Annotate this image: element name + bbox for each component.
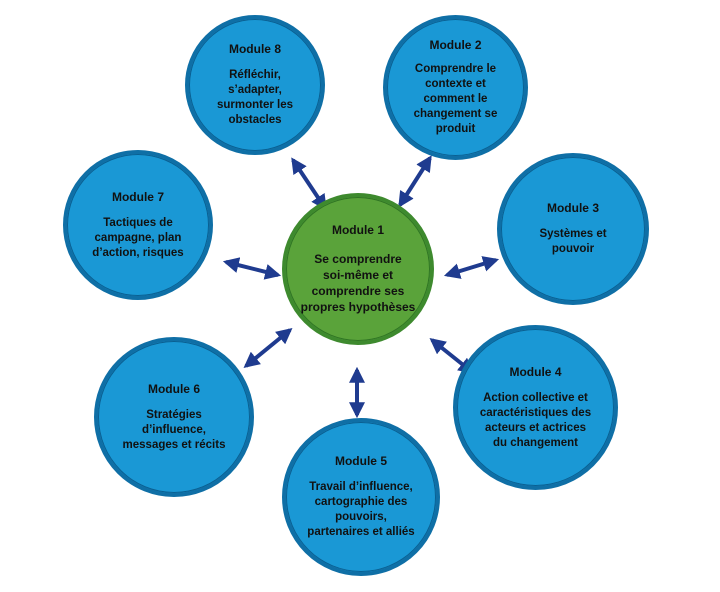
module-6-title: Module 6 <box>147 381 200 396</box>
arrow-center-m6 <box>243 327 293 369</box>
module-7-description: Tactiques de campagne, plan d’action, ri… <box>92 216 184 259</box>
module-4-circle: Module 4 Action collective et caractéris… <box>453 325 618 490</box>
arrow-center-m7 <box>222 257 282 280</box>
arrow-center-m3 <box>443 256 500 279</box>
module-4-title: Module 4 <box>509 364 562 379</box>
module-7-circle: Module 7 Tactiques de campagne, plan d’a… <box>63 150 213 300</box>
module-8-description: Réfléchir, s’adapter, surmonter les obst… <box>216 69 294 126</box>
module-1-description: Se comprendre soi-même et comprendre ses… <box>300 252 416 314</box>
module-4-description: Action collective et caractéristiques de… <box>479 391 592 449</box>
module-8-circle: Module 8 Réfléchir, s’adapter, surmonter… <box>185 15 325 155</box>
module-6-description: Stratégies d’influence, messages et réci… <box>122 408 226 451</box>
module-1-circle: Module 1 Se comprendre soi-même et compr… <box>282 193 434 345</box>
module-3-title: Module 3 <box>546 201 599 215</box>
module-3-circle: Module 3 Systèmes et pouvoir <box>497 153 649 305</box>
module-2-description: Comprendre le contexte et comment le cha… <box>413 63 498 135</box>
module-2-circle: Module 2 Comprendre le contexte et comme… <box>383 15 528 160</box>
module-3-description: Systèmes et pouvoir <box>539 228 607 255</box>
module-7-title: Module 7 <box>111 189 164 204</box>
module-5-circle: Module 5 Travail d’influence, cartograph… <box>282 418 440 576</box>
module-5-description: Travail d’influence, cartographie des po… <box>307 481 415 538</box>
module-5-title: Module 5 <box>334 454 387 468</box>
module-1-title: Module 1 <box>331 223 384 237</box>
arrow-center-m2 <box>398 155 432 208</box>
module-8-title: Module 8 <box>228 42 281 56</box>
module-6-circle: Module 6 Stratégies d’influence, message… <box>94 337 254 497</box>
module-2-title: Module 2 <box>429 38 482 52</box>
arrow-center-m8 <box>291 157 327 211</box>
